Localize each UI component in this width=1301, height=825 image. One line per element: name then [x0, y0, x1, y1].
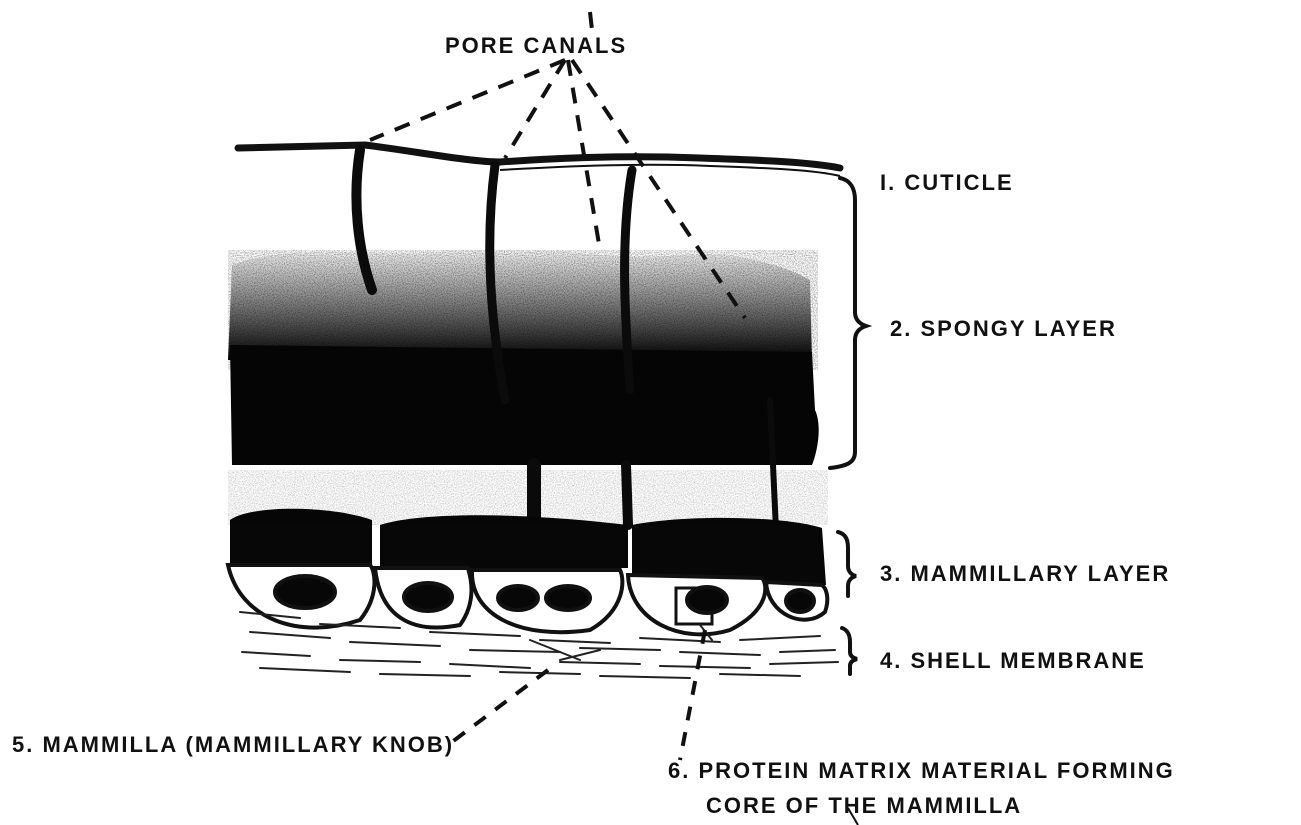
pore-canals-label: PORE CANALS	[445, 35, 627, 57]
spongy-layer-label: 2. SPONGY LAYER	[890, 318, 1117, 340]
protein-matrix-callout-line1: 6. PROTEIN MATRIX MATERIAL FORMING	[668, 760, 1175, 782]
layer-brackets	[830, 178, 866, 674]
mammilla-callout: 5. MAMMILLA (MAMMILLARY KNOB)	[12, 734, 454, 756]
shell-membrane-label: 4. SHELL MEMBRANE	[880, 650, 1146, 672]
spongy-layer	[228, 247, 819, 465]
mammillary-layer-label: 3. MAMMILLARY LAYER	[880, 563, 1170, 585]
cuticle-label: I. CUTICLE	[880, 172, 1014, 194]
cuticle	[238, 145, 840, 176]
protein-matrix-callout-line2: CORE OF THE MAMMILLA	[706, 795, 1022, 817]
